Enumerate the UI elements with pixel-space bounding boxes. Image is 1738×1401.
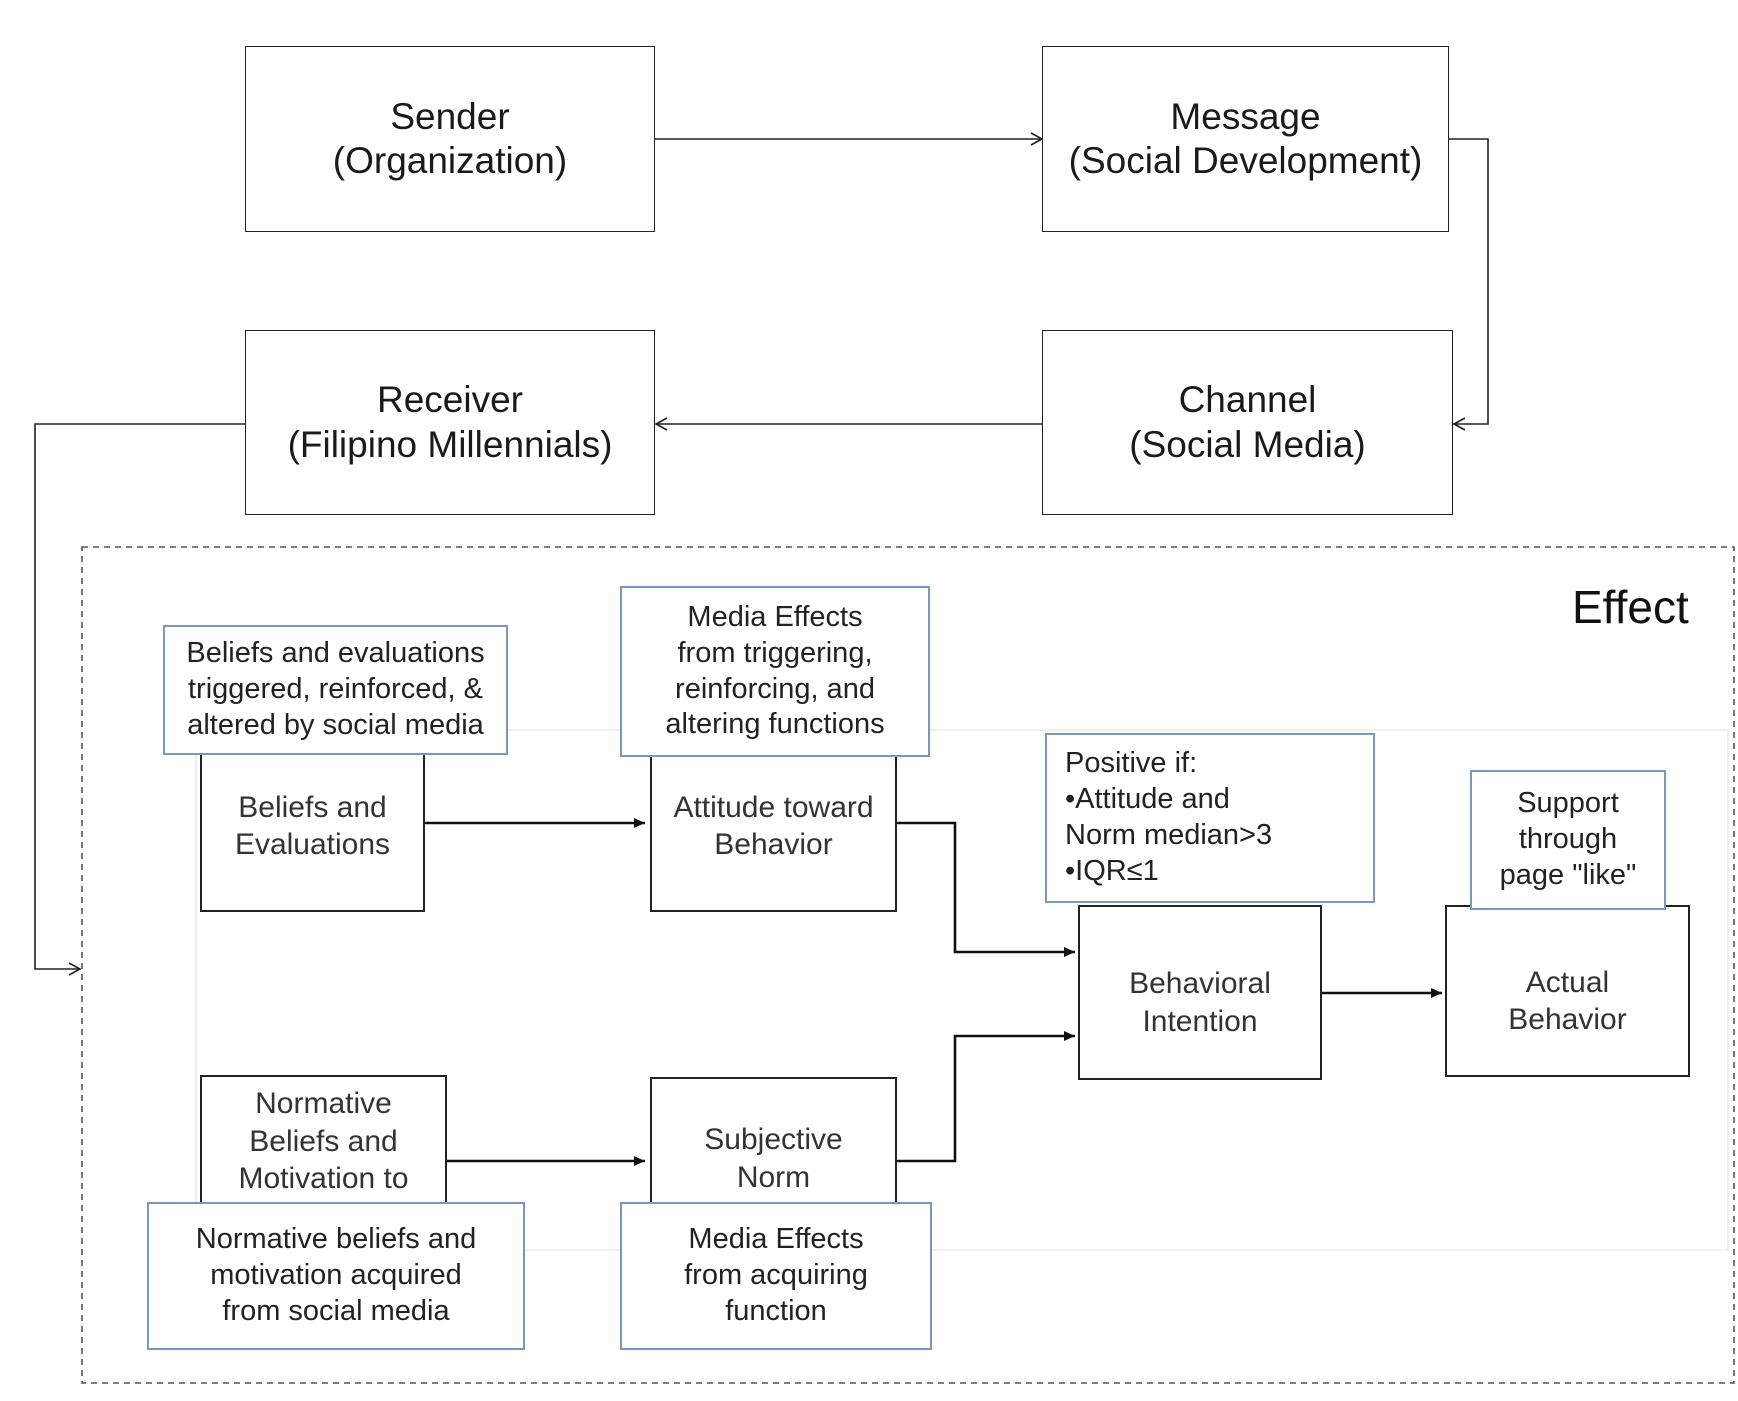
- message-box: Message (Social Development): [1042, 46, 1449, 232]
- attitude-note: Media Effects from triggering, reinforci…: [620, 586, 930, 757]
- actual-line1: Actual: [1525, 965, 1610, 999]
- beliefs-evaluations-node: Beliefs and Evaluations: [200, 740, 425, 912]
- actual-note-line3: page "like": [1499, 858, 1637, 891]
- intention-line2: Intention: [1142, 1004, 1258, 1038]
- beliefs-line1: Beliefs and: [238, 790, 387, 824]
- sender-title: Sender: [390, 95, 510, 137]
- sender-subtitle: (Organization): [332, 140, 568, 181]
- normative-note-line1: Normative beliefs and: [195, 1223, 477, 1256]
- attitude-note-line1: Media Effects: [687, 600, 863, 633]
- subjective-note-line3: function: [725, 1294, 827, 1327]
- beliefs-note: Beliefs and evaluations triggered, reinf…: [163, 625, 508, 755]
- effect-label: Effect: [1572, 581, 1689, 633]
- intention-note: Positive if: •Attitude and Norm median>3…: [1045, 733, 1375, 903]
- subjective-note-line1: Media Effects: [688, 1223, 864, 1256]
- subjective-note-line2: from acquiring: [684, 1259, 868, 1292]
- arrow-subjective-to-intention: [897, 1031, 1075, 1163]
- channel-subtitle: (Social Media): [1129, 423, 1366, 465]
- intention-note-line4: •IQR≤1: [1065, 854, 1159, 887]
- arrow-attitude-to-intention: [897, 821, 1075, 957]
- attitude-note-line3: reinforcing, and: [675, 672, 875, 705]
- normative-line3: Motivation to: [238, 1162, 409, 1195]
- receiver-subtitle: (Filipino Millennials): [287, 423, 613, 465]
- subjective-line1: Subjective: [704, 1123, 843, 1156]
- normative-line2: Beliefs and: [249, 1124, 398, 1158]
- attitude-line1: Attitude toward: [673, 790, 874, 824]
- normative-note-line2: motivation acquired: [210, 1259, 462, 1292]
- message-title: Message: [1170, 95, 1321, 137]
- actual-note-line1: Support: [1517, 787, 1619, 820]
- attitude-node: Attitude toward Behavior: [650, 740, 897, 912]
- sender-box: Sender (Organization): [245, 46, 655, 232]
- effect-inner-frame: [195, 729, 1729, 1251]
- beliefs-note-line3: altered by social media: [187, 708, 484, 741]
- attitude-note-line2: from triggering,: [677, 636, 873, 669]
- actual-line2: Behavior: [1508, 1003, 1627, 1036]
- behavioral-intention-node: Behavioral Intention: [1078, 905, 1322, 1080]
- attitude-line2: Behavior: [714, 828, 833, 861]
- normative-line1: Normative: [255, 1087, 392, 1120]
- attitude-note-line4: altering functions: [665, 708, 885, 741]
- arrow-receiver-to-effect: [34, 423, 245, 976]
- intention-note-line1: Positive if:: [1065, 747, 1198, 780]
- subjective-note: Media Effects from acquiring function: [620, 1202, 932, 1350]
- intention-note-line3: Norm median>3: [1065, 819, 1273, 851]
- receiver-box: Receiver (Filipino Millennials): [245, 330, 655, 515]
- actual-behavior-node: Actual Behavior: [1445, 905, 1690, 1077]
- actual-note-line2: through: [1518, 823, 1618, 856]
- arrow-message-to-channel: [1449, 138, 1489, 431]
- intention-note-line2: •Attitude and: [1065, 783, 1230, 816]
- message-subtitle: (Social Development): [1068, 140, 1423, 181]
- actual-note: Support through page "like": [1470, 770, 1666, 910]
- normative-note-line3: from social media: [222, 1294, 450, 1327]
- receiver-title: Receiver: [377, 379, 523, 421]
- subjective-line2: Norm: [736, 1160, 811, 1194]
- beliefs-note-line2: triggered, reinforced, &: [188, 673, 483, 706]
- normative-note: Normative beliefs and motivation acquire…: [147, 1202, 525, 1350]
- beliefs-note-line1: Beliefs and evaluations: [186, 637, 485, 670]
- channel-title: Channel: [1178, 379, 1317, 421]
- effect-container: [81, 546, 1735, 1384]
- beliefs-line2: Evaluations: [234, 828, 391, 861]
- intention-line1: Behavioral: [1129, 967, 1271, 1000]
- channel-box: Channel (Social Media): [1042, 330, 1453, 515]
